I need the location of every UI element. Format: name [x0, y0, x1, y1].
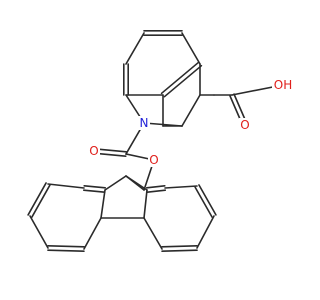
double-bond-b4-b5 [161, 245, 198, 248]
double-bond-b2-b3 [194, 186, 213, 218]
double-bond-c9a-a1 [83, 185, 107, 189]
single-bond-c9a-a6 [100, 189, 106, 219]
carbonyl-oxygen-label: O [89, 144, 98, 158]
nitrogen-label: N [140, 116, 149, 130]
acid-carbonyl-oxygen-label: O [240, 118, 249, 132]
atom-n1: N [138, 116, 150, 130]
bond-layer [27, 29, 284, 252]
double-bond-c9a-a1 [82, 189, 106, 193]
atom-o-acid-carbonyl: O [239, 118, 251, 132]
single-bond-c6-c5 [181, 32, 201, 65]
atom-o-carbonyl: O [88, 144, 100, 158]
double-bond-c5-c4a [163, 64, 203, 98]
single-bond-a5-a6 [83, 217, 102, 250]
double-bond-b4-b5 [161, 249, 198, 252]
single-bond-c8af-b6 [143, 189, 148, 219]
ester-oxygen-label: O [149, 153, 158, 167]
double-bond-a4-a5 [47, 245, 85, 248]
molecule-structure-diagram: N O O O OH [27, 29, 294, 252]
double-bond-a4-a5 [47, 249, 85, 252]
hydroxyl-label: OH [274, 78, 292, 92]
double-bond-b2-b3 [198, 184, 217, 216]
single-bond-b1-b2 [164, 185, 198, 189]
single-bond-b3-b4 [196, 215, 215, 249]
single-bond-a3-a4 [29, 215, 49, 249]
single-bond-c9-c9a [104, 175, 127, 191]
double-bond-c5-c4a [160, 61, 200, 95]
single-bond-c3-c4 [181, 94, 201, 127]
atom-label-layer: N O O O OH [88, 78, 294, 167]
single-bond-n-c3 [143, 122, 183, 127]
atom-o-ester: O [148, 153, 160, 167]
double-bond-c8af-b1 [145, 185, 166, 189]
double-bond-a2-a3 [27, 182, 47, 216]
double-bond-a2-a3 [31, 184, 51, 218]
single-bond-c8-c7 [125, 32, 145, 65]
single-bond-c9-c8af [125, 175, 148, 191]
atom-oh-acid: OH [272, 78, 294, 92]
double-bond-c8af-b1 [146, 189, 167, 193]
single-bond-a1-a2 [47, 183, 85, 189]
single-bond-b5-b6 [143, 217, 163, 250]
